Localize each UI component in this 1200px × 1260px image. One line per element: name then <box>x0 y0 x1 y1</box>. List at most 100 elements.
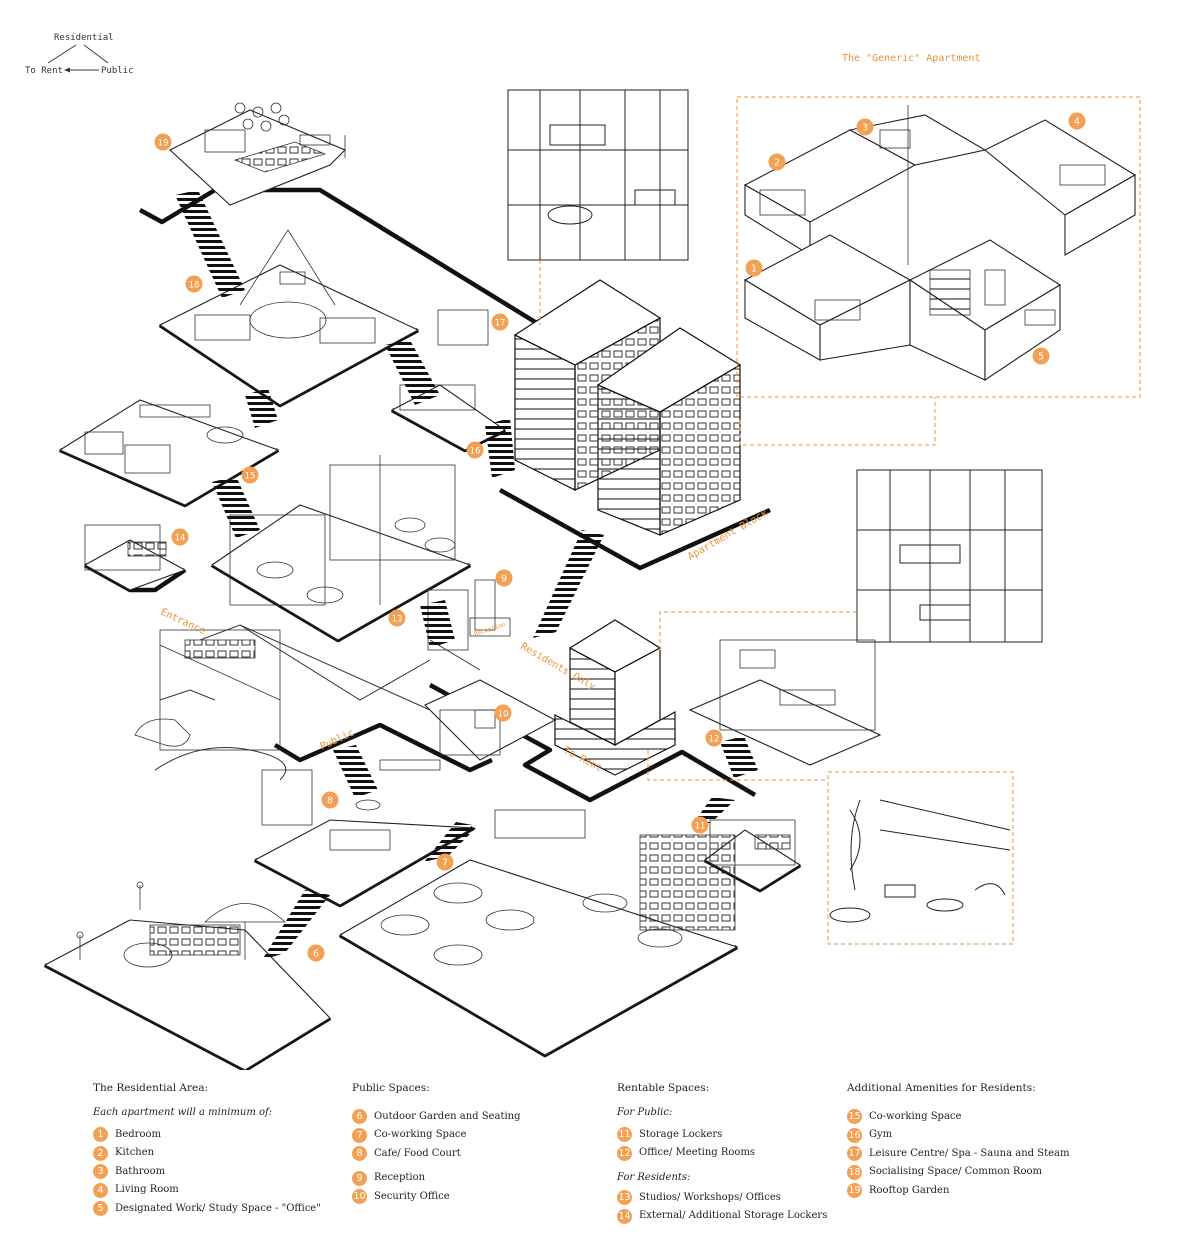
legend-item: 13 Studios/ Workshops/ Offices <box>617 1189 827 1208</box>
legend-public: Public Spaces: 6 Outdoor Garden and Seati… <box>352 1083 521 1206</box>
facade-inset-right <box>856 469 1043 643</box>
svg-text:8: 8 <box>327 796 333 807</box>
legend-item: 7 Co-working Space <box>352 1126 521 1145</box>
legend-item: 15 Co-working Space <box>847 1108 1069 1127</box>
legend-label: Security Office <box>374 1190 450 1202</box>
legend-label: Gym <box>869 1129 893 1141</box>
svg-text:13: 13 <box>392 615 403 625</box>
entrance-label: Entrance <box>159 607 207 637</box>
badge: 1 <box>93 1127 108 1143</box>
svg-text:9: 9 <box>501 574 507 585</box>
legend-residential: The Residential Area: Each apartment wil… <box>93 1083 321 1218</box>
svg-text:18: 18 <box>189 281 200 291</box>
legend-amenities: Additional Amenities for Residents: 15 Co… <box>847 1083 1069 1200</box>
legend-label: Reception <box>374 1172 426 1184</box>
svg-text:1: 1 <box>751 264 757 275</box>
svg-text:5: 5 <box>1038 352 1044 363</box>
legend-label: Co-working Space <box>374 1129 467 1141</box>
legend-for-residents: For Residents: <box>617 1171 691 1183</box>
svg-text:11: 11 <box>695 822 706 832</box>
svg-text:17: 17 <box>495 319 506 329</box>
marker-12: 12 <box>705 729 723 747</box>
marker-7: 7 <box>436 853 454 871</box>
generic-apartment-inset <box>736 96 1141 398</box>
number-markers: 1 2 3 4 5 6 7 8 9 10 11 12 13 14 15 16 1… <box>154 112 1086 962</box>
badge: 18 <box>847 1164 862 1180</box>
badge: 17 <box>847 1146 862 1162</box>
legend-label: Kitchen <box>115 1147 155 1159</box>
interior-sketches <box>76 102 876 968</box>
badge: 14 <box>617 1208 632 1224</box>
badge: 4 <box>93 1182 108 1198</box>
badge: 11 <box>617 1127 632 1143</box>
marker-3: 3 <box>856 118 874 136</box>
legend-label: Co-working Space <box>869 1110 962 1122</box>
svg-text:7: 7 <box>442 858 448 869</box>
legend-item: 4 Living Room <box>93 1181 321 1200</box>
stairs <box>175 190 758 960</box>
legend-label: Studios/ Workshops/ Offices <box>639 1191 781 1203</box>
marker-4: 4 <box>1068 112 1086 130</box>
legend-label: Rooftop Garden <box>869 1184 950 1196</box>
badge: 19 <box>847 1183 862 1199</box>
svg-text:12: 12 <box>709 735 720 745</box>
legend-label: Storage Lockers <box>639 1128 723 1140</box>
svg-text:16: 16 <box>470 447 481 457</box>
legend-item: 14 External/ Additional Storage Lockers <box>617 1207 827 1226</box>
svg-text:14: 14 <box>175 534 186 544</box>
legend-public-title: Public Spaces: <box>352 1082 430 1094</box>
floor-platforms <box>43 109 882 1070</box>
badge: 8 <box>352 1146 367 1162</box>
marker-9: 9 <box>495 569 513 587</box>
legend-amenities-title: Additional Amenities for Residents: <box>847 1082 1036 1094</box>
legend-label: Office/ Meeting Rooms <box>639 1147 756 1159</box>
badge: 15 <box>847 1109 862 1125</box>
svg-text:3: 3 <box>862 123 868 134</box>
badge: 13 <box>617 1190 632 1206</box>
svg-text:2: 2 <box>774 158 780 169</box>
legend-item: 19 Rooftop Garden <box>847 1182 1069 1201</box>
svg-text:19: 19 <box>158 139 169 149</box>
marker-15: 15 <box>241 466 259 484</box>
marker-18: 18 <box>185 275 203 293</box>
flow-public-label: Public <box>101 66 134 76</box>
badge: 7 <box>352 1127 367 1143</box>
badge: 6 <box>352 1109 367 1125</box>
reception-desk-label: Reception <box>473 621 506 638</box>
badge: 2 <box>93 1145 108 1161</box>
legend-rentable-title: Rentable Spaces: <box>617 1082 710 1094</box>
badge: 3 <box>93 1164 108 1180</box>
marker-17: 17 <box>491 313 509 331</box>
isometric-building-diagram: Residential To Rent Public <box>25 33 1141 1070</box>
legend-label: Leisure Centre/ Spa - Sauna and Steam <box>869 1147 1070 1159</box>
legend-label: Living Room <box>115 1184 179 1196</box>
svg-text:4: 4 <box>1074 117 1080 128</box>
marker-19: 19 <box>154 133 172 151</box>
legend-residential-title: The Residential Area: <box>93 1082 209 1094</box>
legend-label: External/ Additional Storage Lockers <box>639 1210 828 1222</box>
legend-label: Cafe/ Food Court <box>374 1147 461 1159</box>
badge: 10 <box>352 1189 367 1205</box>
legend-item: 3 Bathroom <box>93 1163 321 1182</box>
legend-label: Bathroom <box>115 1165 166 1177</box>
legend-label: Designated Work/ Study Space - "Office" <box>115 1202 321 1214</box>
marker-16: 16 <box>466 441 484 459</box>
svg-text:15: 15 <box>245 472 256 482</box>
marker-1: 1 <box>745 259 763 277</box>
legend-item: 8 Cafe/ Food Court <box>352 1145 521 1164</box>
leader-lines <box>539 260 936 781</box>
legend-label: Outdoor Garden and Seating <box>374 1110 521 1122</box>
legend-item: 2 Kitchen <box>93 1144 321 1163</box>
flow-residential-label: Residential <box>54 33 114 43</box>
svg-text:6: 6 <box>313 949 319 960</box>
marker-6: 6 <box>307 944 325 962</box>
interior-inset-bottom-right <box>827 771 1014 945</box>
marker-8: 8 <box>321 791 339 809</box>
facade-inset-top <box>507 89 689 261</box>
